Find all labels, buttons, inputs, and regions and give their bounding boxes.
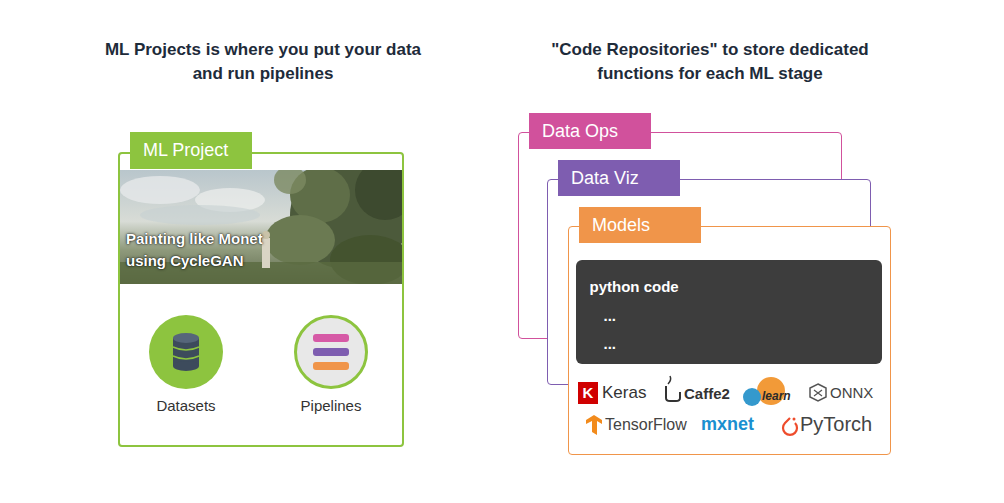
database-icon: [173, 333, 199, 371]
caffe2-icon: [666, 376, 680, 401]
code-line: ...: [604, 306, 617, 326]
project-caption: Painting like Monet using CycleGAN: [126, 228, 301, 272]
logo-text: TensorFlow: [605, 415, 687, 435]
tab-label: Models: [579, 207, 701, 243]
logo-mark: K: [578, 382, 598, 404]
pipeline-icon: [313, 334, 349, 370]
logo-text: mxnet: [701, 413, 754, 435]
logo-text: ONNX: [830, 383, 873, 403]
logo-text: Keras: [602, 382, 646, 404]
tab-label: Data Viz: [558, 160, 680, 196]
tab-label: ML Project: [130, 132, 252, 169]
onnx-icon: [810, 384, 826, 401]
tensorflow-icon: [586, 415, 602, 435]
section-heading: ML Projects is where you put your data a…: [103, 38, 423, 86]
logo-text: PyTorch: [800, 412, 872, 436]
code-line: ...: [604, 334, 617, 354]
pytorch-icon: [783, 418, 797, 435]
logo-text: learn: [762, 389, 791, 403]
section-heading: "Code Repositories" to store dedicated f…: [535, 38, 885, 86]
circle-label: Datasets: [116, 396, 256, 416]
code-line: python code: [590, 277, 679, 297]
code-block: python code......: [576, 260, 882, 364]
logo-text: Caffe2: [684, 384, 730, 404]
pipeline-circle: Pipelines: [294, 315, 368, 389]
project-panel: ML ProjectPainting like Monet using Cycl…: [118, 152, 404, 447]
circle-label: Pipelines: [261, 396, 401, 416]
dataset-circle: Datasets: [149, 315, 223, 389]
tab-label: Data Ops: [529, 113, 651, 149]
